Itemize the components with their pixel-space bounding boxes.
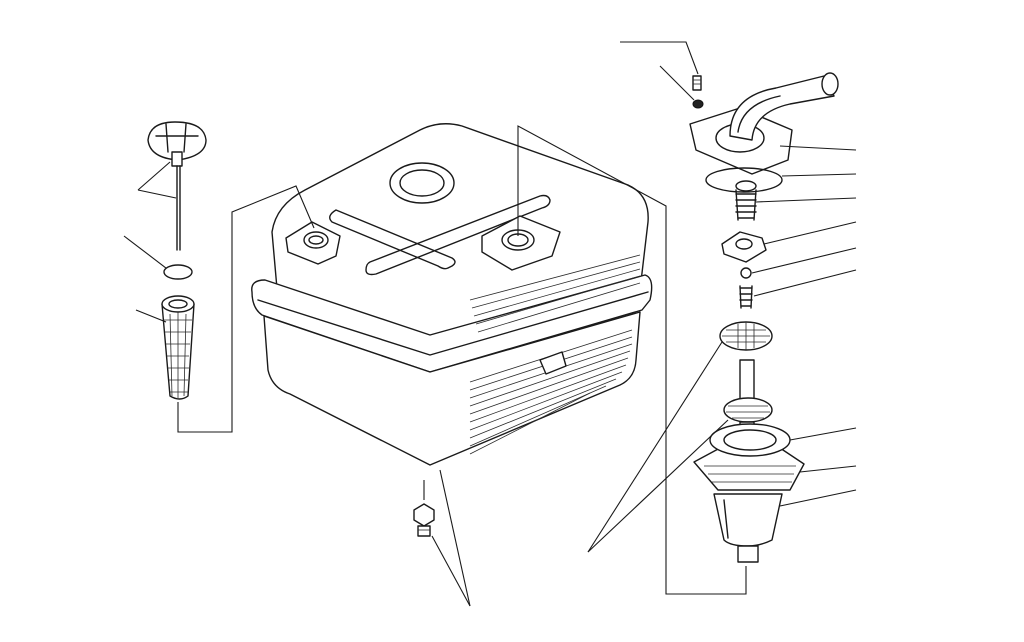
fuel-tank <box>251 123 653 466</box>
outlet-elbow-flange <box>689 72 839 175</box>
outlet-washer <box>692 99 704 109</box>
valve-seat <box>721 231 767 263</box>
outlet-screw <box>692 75 702 91</box>
sleeve-spring <box>735 180 757 221</box>
flange-o-ring <box>705 167 783 193</box>
filler-cap-with-gauge-rod <box>147 121 207 251</box>
leader-lines <box>123 41 857 607</box>
ball-spring <box>739 285 753 309</box>
filter-gasket <box>693 423 805 491</box>
gauze-disc <box>719 321 773 351</box>
filter-bowl <box>713 493 783 563</box>
check-ball <box>740 267 752 279</box>
cap-gasket <box>163 264 193 280</box>
drain-plug <box>413 503 435 537</box>
filler-strainer <box>161 295 195 400</box>
